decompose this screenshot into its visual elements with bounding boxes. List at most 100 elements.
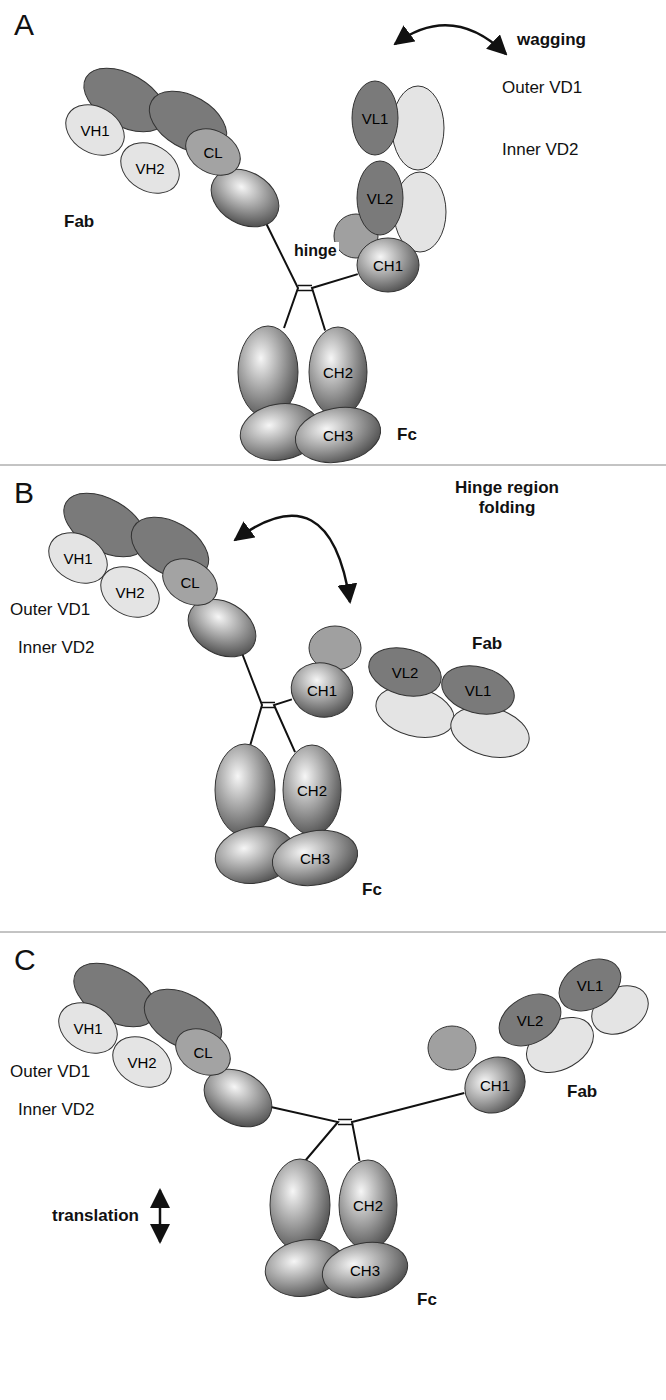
domain-label: VL2	[392, 664, 419, 681]
domain-ellipse	[285, 656, 359, 724]
domain-group-label: Outer VD1	[8, 1062, 92, 1082]
domain-ellipse	[363, 640, 446, 704]
domain-group-label: Outer VD1	[8, 600, 92, 620]
antibody-domain: VL1	[556, 961, 624, 1009]
panel-separator	[0, 932, 666, 933]
domain-label: VL2	[367, 190, 394, 207]
antibody-domain: VH1	[63, 106, 127, 154]
panel-letter: B	[12, 476, 36, 511]
domain-ellipse	[112, 133, 189, 204]
antibody-domain: CL	[183, 130, 243, 174]
disulfide-bond	[298, 285, 312, 287]
domain-ellipse	[339, 1160, 397, 1250]
domain-label: CH3	[350, 1262, 380, 1279]
hinge-strand	[312, 274, 358, 330]
hinge-strand	[262, 1105, 338, 1161]
domain-ellipse	[318, 1236, 412, 1304]
disulfide-bond	[261, 707, 275, 709]
antibody-domain: CL	[160, 560, 220, 604]
domain-ellipse	[283, 745, 341, 835]
disulfide-bond	[338, 1124, 352, 1126]
domain-ellipse	[309, 327, 367, 417]
motion-arrow	[395, 25, 506, 54]
domain-ellipse	[357, 161, 403, 235]
antibody-domain: CH1	[356, 237, 420, 293]
domain-group-label: Inner VD2	[16, 638, 97, 658]
domain-ellipse	[550, 949, 630, 1022]
domain-label: VH2	[115, 584, 144, 601]
domain-group-label: Inner VD2	[500, 140, 581, 160]
motion-arrow	[159, 1190, 162, 1242]
disulfide-bond	[298, 290, 312, 292]
antibody-domain	[392, 86, 444, 170]
hinge-strand	[262, 215, 298, 328]
panel-separator	[0, 465, 666, 466]
antibody-domain: CH3	[321, 1242, 409, 1298]
region-label: Fc	[360, 880, 384, 900]
antibody-domain: CH3	[294, 407, 382, 463]
region-label: Hinge region folding	[440, 478, 574, 517]
domain-label: VH1	[63, 550, 92, 567]
domain-label: VH1	[73, 1020, 102, 1037]
region-label: wagging	[515, 30, 588, 50]
region-label: hinge	[292, 242, 339, 260]
domain-label: VH2	[135, 160, 164, 177]
region-label: translation	[50, 1206, 141, 1226]
domain-ellipse	[268, 824, 362, 892]
antibody-domain: CH2	[308, 326, 368, 418]
antibody-domain: CH2	[282, 744, 342, 836]
domain-label: CL	[193, 1044, 212, 1061]
antibody-domain: VL2	[496, 996, 564, 1044]
antibody-domain: VL1	[440, 666, 516, 714]
domain-label: VH2	[127, 1054, 156, 1071]
region-label: Fc	[395, 425, 419, 445]
disulfide-bond	[261, 702, 275, 704]
region-label: Fc	[415, 1290, 439, 1310]
antibody-domain	[215, 744, 275, 836]
domain-label: CH2	[323, 364, 353, 381]
domain-label: CH1	[373, 257, 403, 274]
panel-letter: C	[12, 943, 38, 978]
antibody-domain: VL1	[351, 80, 399, 156]
domain-label: CL	[180, 574, 199, 591]
antibody-domain: CH1	[290, 662, 354, 718]
hinge-strand	[352, 1093, 464, 1161]
antibody-domain	[428, 1026, 476, 1070]
domain-label: VL1	[465, 682, 492, 699]
domain-ellipse	[167, 1019, 238, 1084]
domain-label: CH3	[323, 427, 353, 444]
domain-ellipse	[352, 81, 398, 155]
antibody-domain: VH2	[98, 568, 162, 616]
panel-letter: A	[12, 8, 36, 43]
region-label: Fab	[565, 1082, 599, 1102]
domain-label: CH1	[307, 682, 337, 699]
antibody-domain: CH1	[463, 1057, 527, 1113]
domain-ellipse	[455, 1046, 536, 1124]
domain-label: CH2	[353, 1197, 383, 1214]
antibody-domain: CL	[173, 1030, 233, 1074]
domain-group-label: Outer VD1	[500, 78, 584, 98]
motion-arrow	[235, 516, 350, 602]
antibody-domain: VH2	[118, 144, 182, 192]
domain-ellipse	[104, 1027, 181, 1098]
domain-label: VL1	[362, 110, 389, 127]
region-label: Fab	[62, 212, 96, 232]
disulfide-bond	[338, 1119, 352, 1121]
domain-ellipse	[436, 658, 519, 722]
antibody-domain: VL2	[356, 160, 404, 236]
hinge-strand	[274, 699, 295, 752]
domain-ellipse	[291, 401, 385, 469]
antibody-domain: CH3	[271, 830, 359, 886]
domain-label: CL	[203, 144, 222, 161]
domain-ellipse	[92, 557, 169, 628]
antibody-domain: VH1	[56, 1004, 120, 1052]
domain-label: CH3	[300, 850, 330, 867]
domain-ellipse	[154, 549, 225, 614]
antibody-domain: CH2	[338, 1159, 398, 1251]
antibody-domain	[270, 1159, 330, 1251]
region-label: Fab	[470, 634, 504, 654]
hinge-strand	[240, 648, 262, 746]
domain-ellipse	[490, 984, 570, 1057]
antibody-domain: VL2	[367, 648, 443, 696]
domain-label: CH1	[480, 1077, 510, 1094]
